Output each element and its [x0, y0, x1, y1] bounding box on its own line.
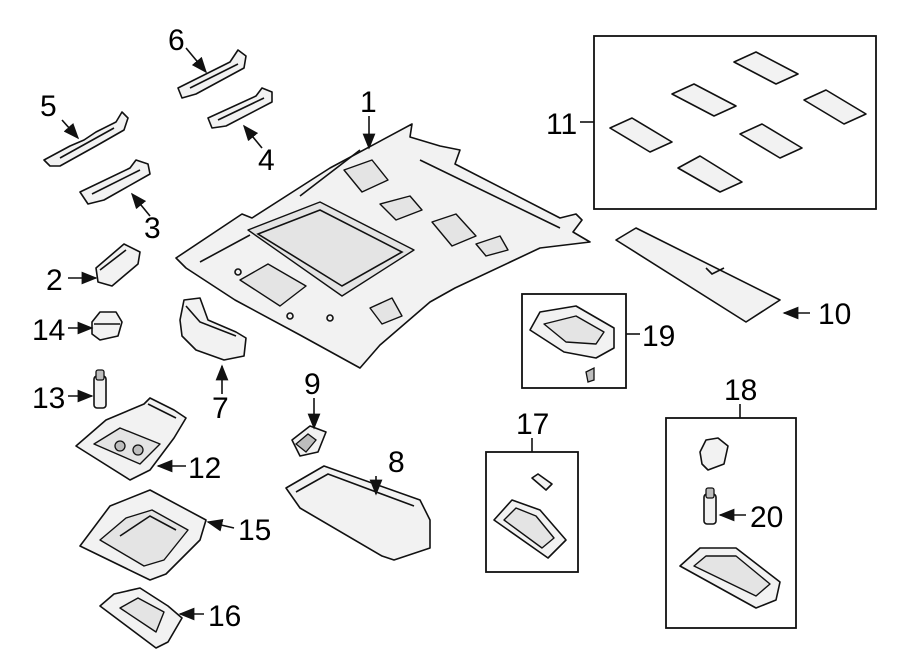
part-16: [99, 587, 183, 649]
callout-19: 19: [642, 320, 675, 353]
part-6: [177, 49, 247, 99]
callout-18: 18: [724, 374, 757, 407]
part-2: [95, 243, 141, 287]
callout-1: 1: [360, 86, 377, 119]
part-9: [291, 425, 327, 457]
part-4: [207, 87, 273, 129]
callout-6: 6: [168, 24, 185, 57]
callout-17: 17: [516, 408, 549, 441]
part-3: [79, 159, 151, 205]
callout-13: 13: [32, 382, 65, 415]
part-12: [75, 397, 187, 481]
callout-16: 16: [208, 600, 241, 633]
headliner-part: [175, 123, 591, 369]
callout-4: 4: [258, 144, 275, 177]
part-7: [179, 297, 247, 361]
part-8: [285, 465, 431, 561]
part-15: [79, 489, 207, 581]
part-19-box: [521, 293, 627, 389]
part-10: [615, 227, 781, 323]
callout-labels: 1 2 3 4 5 6 7 8 9 10 11 12 13 14 15 16 1…: [32, 24, 851, 633]
callout-14: 14: [32, 314, 65, 347]
part-13: [93, 369, 107, 409]
callout-9: 9: [304, 368, 321, 401]
part-18-box: [665, 417, 797, 629]
callout-10: 10: [818, 298, 851, 331]
part-17-box: [485, 451, 579, 573]
part-14: [91, 311, 123, 341]
callout-8: 8: [388, 446, 405, 479]
part-11-box: [593, 35, 877, 210]
callout-20: 20: [750, 501, 783, 534]
callout-2: 2: [46, 264, 63, 297]
part-5: [43, 111, 129, 167]
callout-7: 7: [212, 392, 229, 425]
callout-5: 5: [40, 90, 57, 123]
callout-12: 12: [188, 452, 221, 485]
leader-lines: [61, 47, 810, 621]
callout-3: 3: [144, 212, 161, 245]
callout-15: 15: [238, 514, 271, 547]
callout-11: 11: [546, 108, 577, 141]
